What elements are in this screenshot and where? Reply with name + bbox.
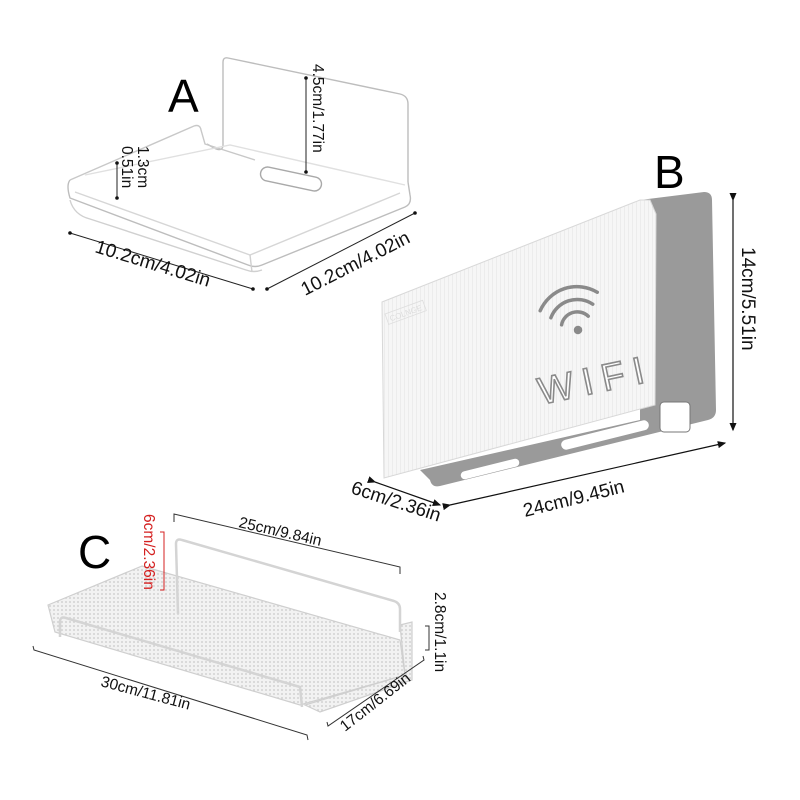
dim-line-width (68, 231, 255, 291)
dim-line-c-back-height (160, 531, 165, 591)
dim-line-c-back-length (173, 513, 401, 574)
dim-line-c-depth (326, 655, 425, 727)
wifi-icon (538, 284, 600, 335)
dim-a-lip-height-in: 0.51in (118, 146, 135, 188)
mesh-shelf-illustration (47, 538, 413, 713)
wifi-router-box-illustration: COLNGE WIFI (381, 192, 716, 487)
dim-c-length: 30cm/11.81in (99, 673, 192, 713)
dim-line-c-lip-height (425, 625, 430, 651)
product-b-label: B (654, 146, 685, 198)
dim-b-length: 24cm/9.45in (521, 476, 627, 521)
dim-line-depth (265, 211, 417, 291)
dim-line-b-length (442, 441, 727, 511)
product-b: B COLNGE WIFI 14cm/ (348, 146, 758, 526)
dim-b-height: 14cm/5.51in (737, 247, 758, 351)
product-c-label: C (78, 526, 111, 578)
dim-line-b-depth (367, 476, 442, 506)
dim-b-depth: 6cm/2.36in (348, 478, 443, 527)
dim-a-lip-height-cm: 1.3cm (134, 146, 151, 188)
product-c: C 6cm/2.36in 25cm/9.84in 2.8cm/1.1in 30c… (32, 513, 448, 741)
dim-c-back-height: 6cm/2.36in (140, 514, 157, 590)
product-a-label: A (168, 70, 199, 122)
dim-c-back-length: 25cm/9.84in (237, 514, 323, 550)
dim-a-back-height: 4.5cm/1.77in (309, 64, 326, 153)
dim-c-lip-height: 2.8cm/1.1in (431, 592, 448, 672)
dim-line-c-length (32, 645, 309, 741)
product-a: A 4.5cm/1.77in 1.3cm 0.51in 10.2cm/4.02i… (67, 57, 417, 300)
